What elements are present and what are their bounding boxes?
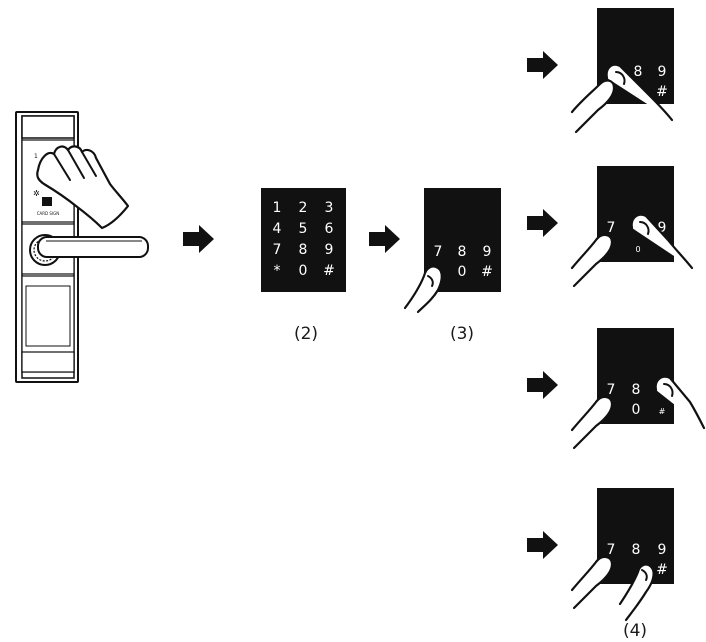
key-hash: #	[481, 264, 493, 280]
keypad-key: 9	[325, 242, 334, 258]
keypad-full-keys: 1 2 3 4 5 6 7 8 9 * 0 #	[273, 200, 335, 279]
hand-touching-lock-icon	[36, 145, 130, 230]
keypad-key: 7	[273, 242, 282, 258]
step-2-caption: (2)	[294, 324, 318, 344]
key-9: 9	[658, 220, 667, 236]
key-9: 9	[658, 542, 667, 558]
key-9: 9	[483, 244, 492, 260]
keypad-key: 0	[299, 263, 308, 279]
finger-pressing-key-icon	[570, 555, 655, 622]
key-8: 8	[632, 542, 641, 558]
keypad-key: *	[274, 263, 281, 279]
arrow-right-icon	[527, 531, 558, 559]
key-7: 7	[607, 220, 616, 236]
door-handle	[37, 236, 149, 258]
key-7: 7	[607, 542, 616, 558]
step-3-caption: (3)	[450, 324, 474, 344]
key-8: 8	[634, 64, 643, 80]
arrow-right-icon	[369, 225, 400, 253]
key-9: 9	[658, 64, 667, 80]
keypad-key: 1	[273, 200, 282, 216]
key-hash: #	[659, 407, 666, 416]
keypad-key: #	[323, 263, 335, 279]
key-0: 0	[458, 264, 467, 280]
arrow-right-icon	[527, 371, 558, 399]
finger-pressing-key-icon	[570, 375, 706, 450]
arrow-right-icon	[183, 225, 214, 253]
key-hash: #	[656, 84, 668, 100]
keypad-key: 2	[299, 200, 308, 216]
keypad-key: 5	[299, 221, 308, 237]
key-7: 7	[434, 244, 443, 260]
key-7: 7	[607, 382, 616, 398]
arrow-right-icon	[527, 51, 558, 79]
keypad-key: 8	[299, 242, 308, 258]
keypad-key: 3	[325, 200, 334, 216]
key-8: 8	[632, 382, 641, 398]
card-reader-icon	[42, 197, 52, 206]
keypad-key: 4	[273, 221, 282, 237]
key-0: 0	[635, 245, 640, 254]
card-label: CARD SIGN	[37, 211, 59, 216]
lock-star: ✲	[33, 189, 40, 198]
step-4-caption: (4)	[623, 621, 647, 641]
key-0: 0	[632, 402, 641, 418]
finger-pressing-key-icon	[570, 213, 694, 288]
keypad-key: 6	[325, 221, 334, 237]
key-hash: #	[656, 562, 668, 578]
arrow-right-icon	[527, 209, 558, 237]
keypad-full-panel	[261, 188, 346, 292]
finger-pressing-key-icon	[570, 63, 674, 134]
finger-pressing-key-icon	[403, 265, 443, 314]
key-8: 8	[458, 244, 467, 260]
lock-digit-1: 1	[34, 153, 38, 160]
